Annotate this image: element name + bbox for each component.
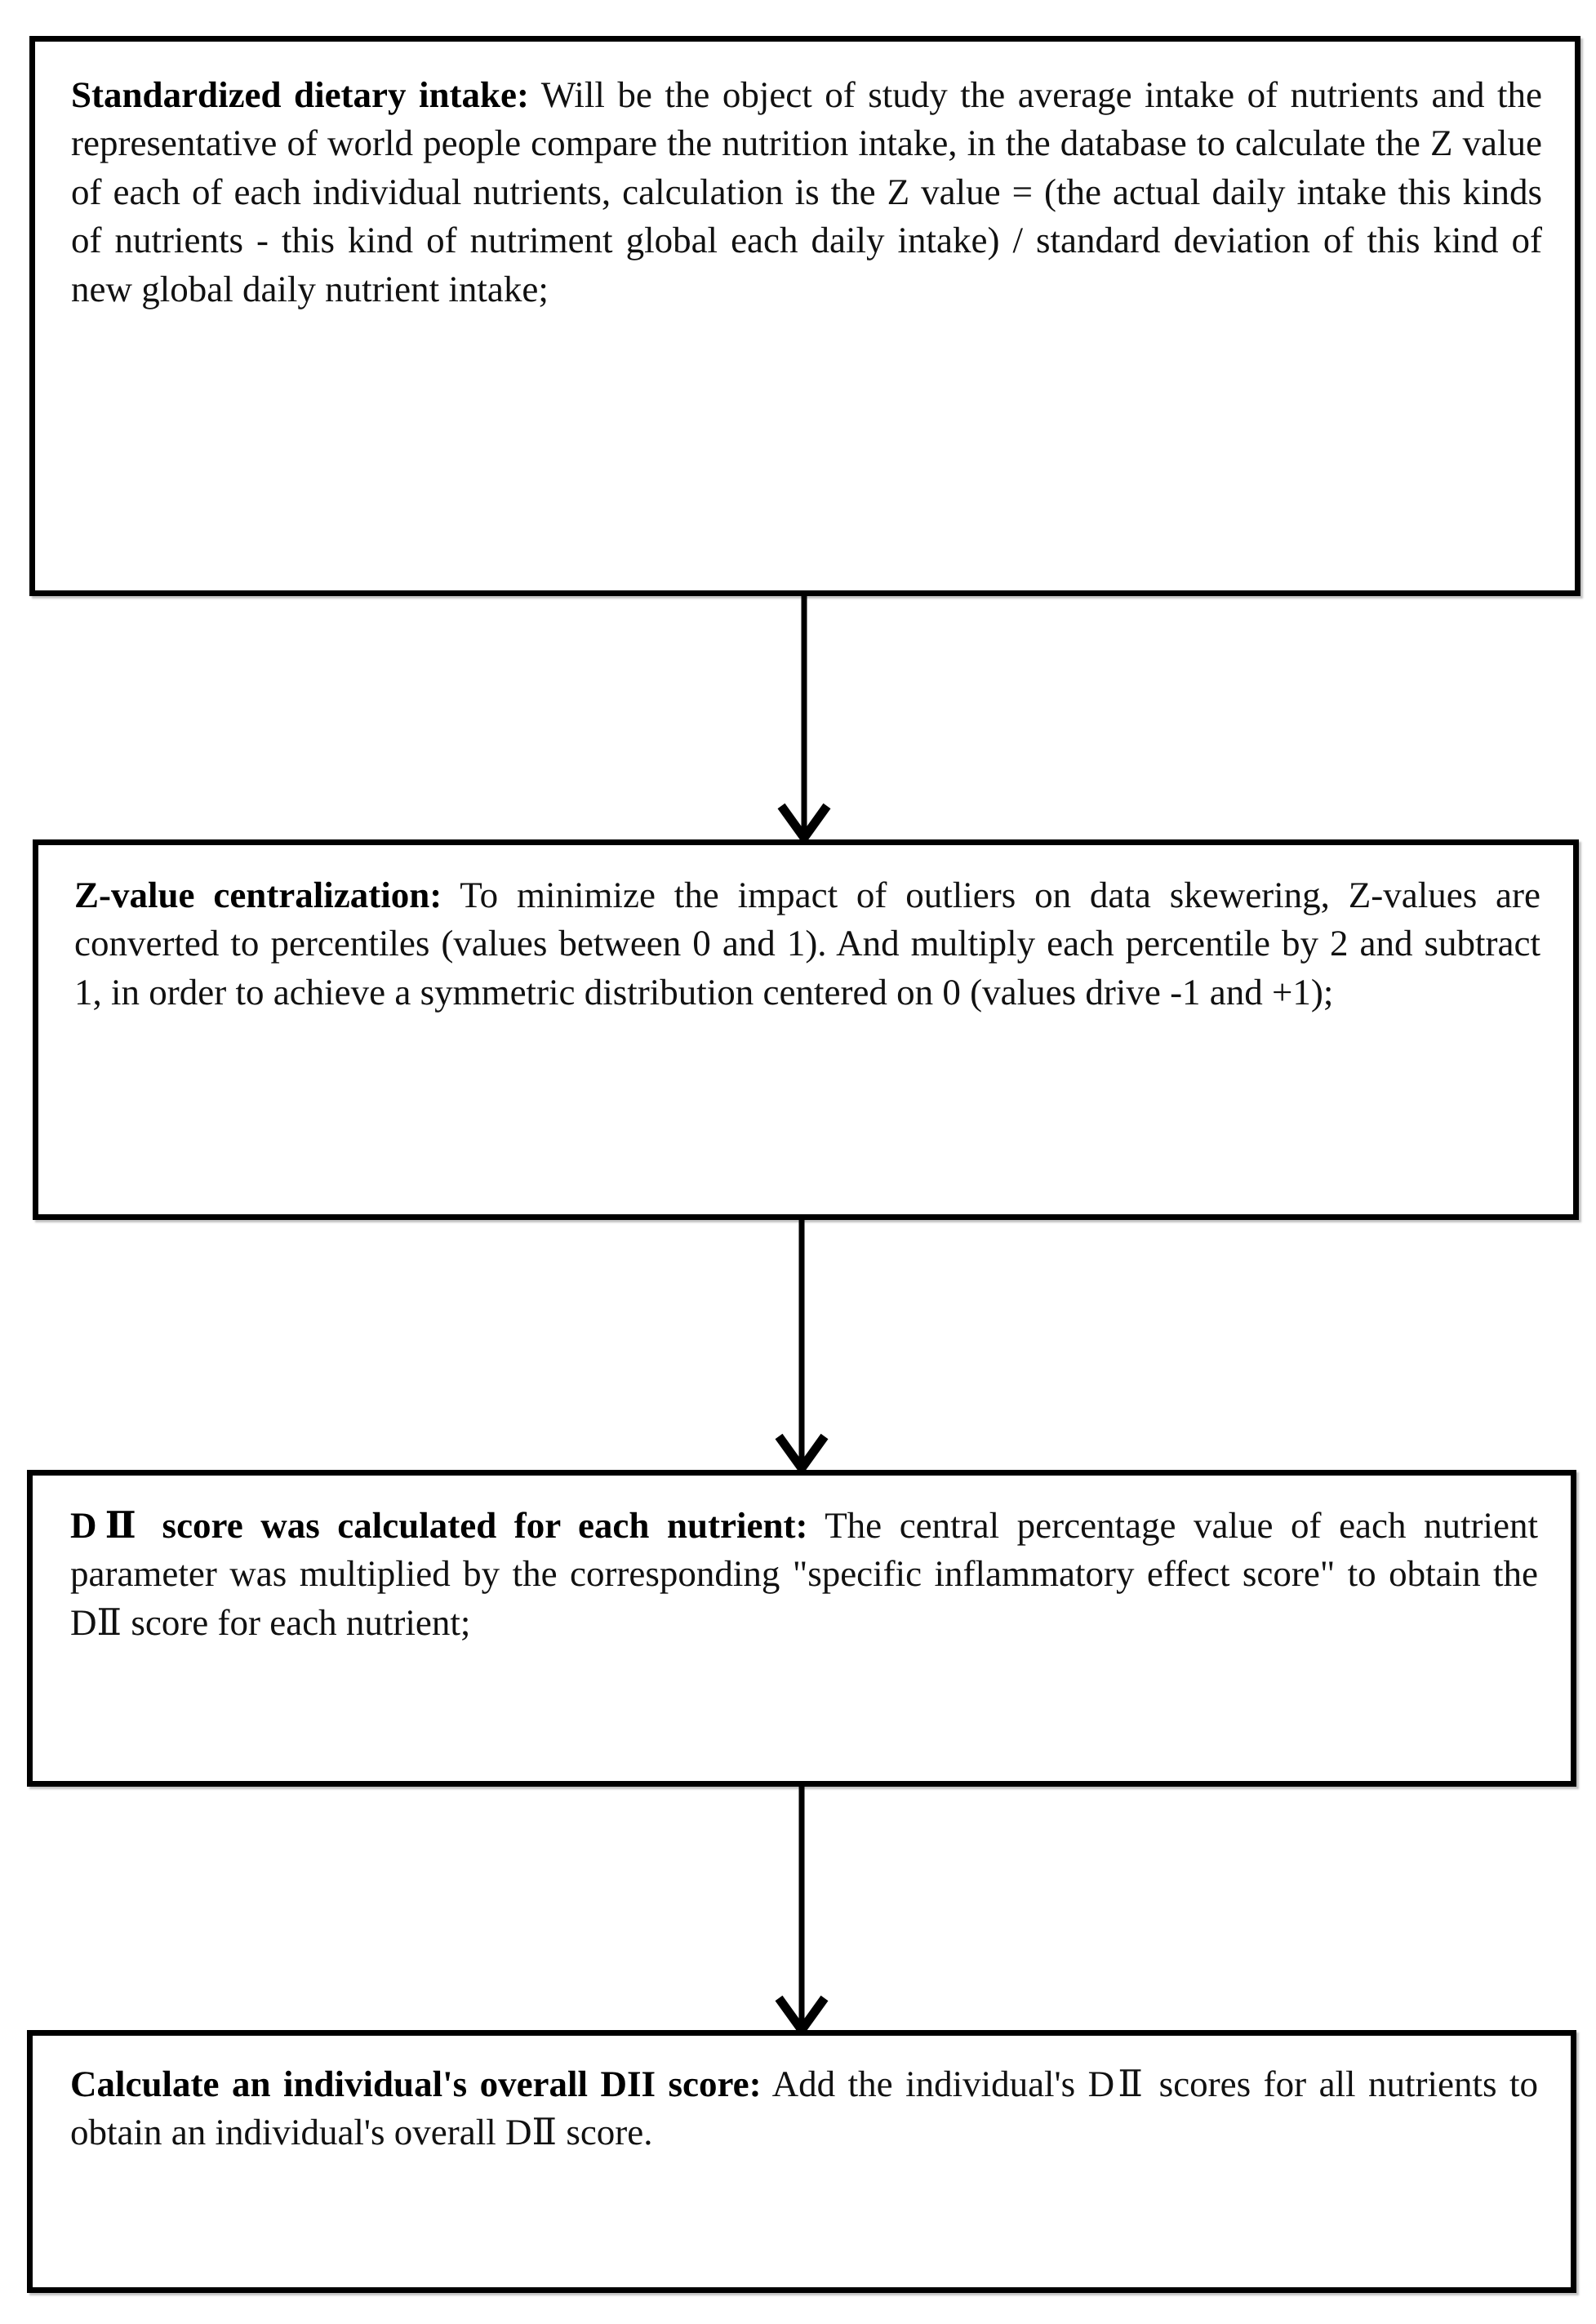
node-2-body: To minimize the impact of outliers on da… [74, 875, 1540, 1013]
node-3-text: DⅡ score was calculated for each nutrien… [70, 1502, 1538, 1647]
arrow-head-icon [775, 1995, 829, 2038]
arrow-head-icon [777, 803, 831, 846]
flowchart-node-overall-dii-score: Calculate an individual's overall DII sc… [27, 2030, 1576, 2293]
flowchart-node-standardized-dietary-intake: Standardized dietary intake: Will be the… [29, 36, 1580, 596]
node-3-lead: DⅡ score was calculated for each nutrien… [70, 1505, 808, 1546]
node-2-lead: Z-value centralization: [74, 875, 442, 915]
node-4-body: Add the individual's DⅡ scores for all n… [70, 2064, 1539, 2153]
node-1-lead: Standardized dietary intake: [71, 74, 530, 115]
node-3-body: The central percentage value of each nut… [70, 1505, 1538, 1643]
node-1-text: Standardized dietary intake: Will be the… [71, 71, 1542, 314]
node-4-lead: Calculate an individual's overall DII sc… [70, 2064, 762, 2104]
node-4-text: Calculate an individual's overall DII sc… [70, 2060, 1538, 2157]
node-1-body: Will be the object of study the average … [71, 74, 1542, 309]
node-2-text: Z-value centralization: To minimize the … [74, 871, 1540, 1017]
flowchart-node-z-value-centralization: Z-value centralization: To minimize the … [33, 839, 1579, 1220]
arrow-head-icon [775, 1433, 829, 1476]
flowchart-node-dii-score-per-nutrient: DⅡ score was calculated for each nutrien… [27, 1470, 1576, 1787]
